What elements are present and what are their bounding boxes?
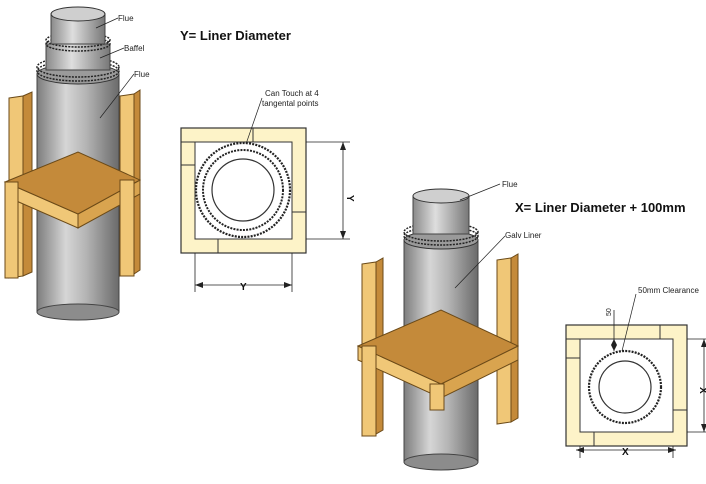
right-galv-liner-label: Galv Liner [505, 231, 542, 240]
y-side-dimension: Y [344, 195, 355, 202]
x-side-dimension: X [697, 387, 706, 394]
right-flue-label: Flue [502, 180, 518, 189]
left-baffel-label: Baffel [124, 44, 145, 53]
y-plan-section [180, 97, 350, 292]
left-assembly [3, 6, 142, 321]
touch-note-line2: tangental points [262, 99, 319, 108]
left-flue-top-label: Flue [118, 14, 134, 23]
touch-note-line1: Can Touch at 4 [265, 89, 319, 98]
clearance-label: 50mm Clearance [638, 286, 699, 295]
right-assembly [356, 183, 520, 471]
x-heading: X= Liner Diameter + 100mm [515, 200, 686, 215]
y-bottom-dimension: Y [240, 282, 247, 293]
dimension-50-label: 50 [606, 308, 613, 316]
x-bottom-dimension: X [622, 447, 629, 458]
left-flue-mid-label: Flue [134, 70, 150, 79]
x-plan-section [565, 293, 706, 458]
y-heading: Y= Liner Diameter [180, 28, 291, 43]
